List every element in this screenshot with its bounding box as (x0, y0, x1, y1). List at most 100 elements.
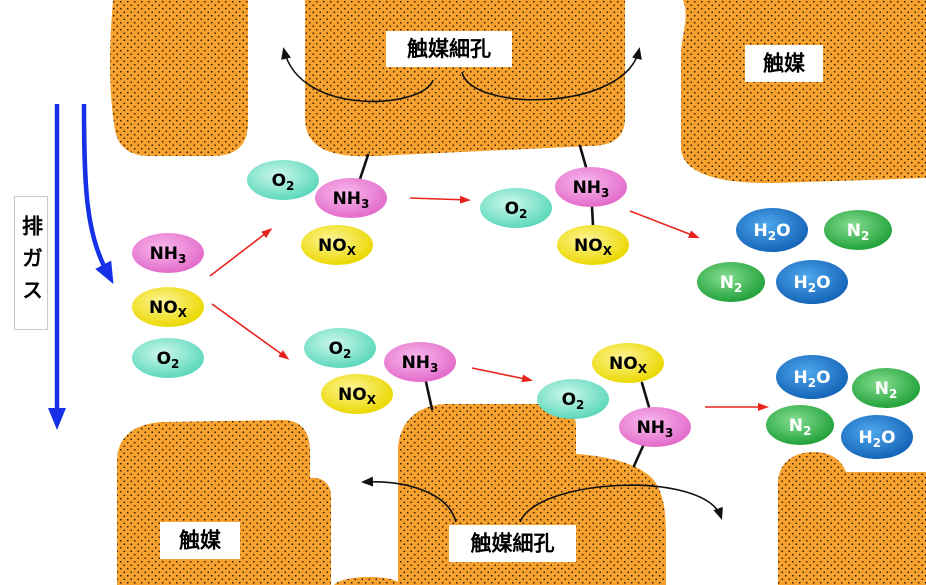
h2o-molecule: H2O (841, 415, 913, 459)
adsorption-bond (424, 380, 434, 411)
formula-subscript: 2 (576, 398, 584, 412)
molecule-ellipse (321, 374, 393, 414)
formula-tail: O (881, 428, 895, 448)
diffusion-arrow (461, 47, 642, 101)
nox-molecule: NOX (301, 225, 373, 265)
formula-main: N (875, 379, 889, 399)
pore-diffusion-arrows (281, 47, 723, 523)
molecule-ellipse (592, 343, 664, 383)
formula-subscript: 2 (889, 387, 897, 401)
h2o-molecule: H2O (776, 260, 848, 304)
h2o-molecule: H2O (736, 208, 808, 252)
formula-subscript: X (347, 244, 357, 258)
formula-main: NO (574, 236, 603, 256)
formula-main: O (505, 199, 519, 219)
catalyst-block-bottom-right (778, 452, 926, 585)
formula-subscript: 3 (361, 197, 369, 211)
h2o-molecule: H2O (776, 355, 848, 399)
reaction-arrow (409, 195, 471, 204)
formula-main: NO (609, 354, 638, 374)
formula-label: H2O (793, 273, 830, 295)
adsorption-bond (358, 153, 370, 181)
formula-subscript: 2 (808, 281, 816, 295)
adsorption-bond (578, 144, 588, 169)
formula-main: NH (333, 189, 361, 209)
molecule-ellipse (384, 342, 456, 382)
catalyst-pore-label-bottom: 触媒細孔 (449, 525, 576, 562)
molecule-ellipse (537, 379, 609, 419)
formula-label: O2 (272, 171, 295, 193)
nox-molecule: NOX (321, 374, 393, 414)
formula-main: O (157, 349, 171, 369)
molecule-ellipse (555, 167, 627, 207)
formula-label: NOX (318, 236, 357, 258)
formula-subscript: 2 (803, 424, 811, 438)
nh3-molecule: NH3 (315, 178, 387, 218)
label-box (386, 31, 512, 67)
formula-main: H (753, 221, 767, 241)
adsorption-bonds (358, 144, 651, 468)
n2-molecule: N2 (852, 368, 920, 408)
nox-molecule: NOX (557, 225, 629, 265)
catalyst-pore-label-text: 触媒細孔 (471, 532, 555, 556)
molecule-ellipse (776, 260, 848, 304)
formula-subscript: 2 (873, 436, 881, 450)
adsorption-bond (590, 205, 595, 227)
catalyst-block-top-left (110, 0, 248, 156)
formula-main: H (793, 273, 807, 293)
exhaust-gas-label: 排ガス (14, 196, 48, 330)
formula-main: NO (338, 385, 367, 405)
formula-subscript: 2 (171, 357, 179, 371)
molecule-ellipse (301, 225, 373, 265)
formula-label: NH3 (573, 178, 610, 200)
formula-subscript: X (367, 393, 377, 407)
formula-main: NH (573, 178, 601, 198)
formula-label: N2 (789, 416, 812, 438)
molecule-ellipse (132, 338, 204, 378)
adsorption-bond (640, 381, 651, 409)
catalyst-block-bottom-left (117, 420, 331, 585)
o2-molecule: O2 (537, 379, 609, 419)
o2-molecule: O2 (304, 328, 376, 368)
formula-main: O (562, 390, 576, 410)
formula-subscript: 3 (430, 361, 438, 375)
formula-label: N2 (720, 273, 743, 295)
formula-main: H (858, 428, 872, 448)
o2-molecule: O2 (132, 338, 204, 378)
o2-molecule: O2 (480, 188, 552, 228)
reaction-arrow (629, 210, 700, 239)
formula-tail: O (816, 273, 830, 293)
label-box (745, 45, 823, 82)
formula-subscript: 2 (734, 281, 742, 295)
molecule-ellipse (824, 210, 892, 250)
catalyst-label-text: 触媒 (763, 52, 806, 76)
catalyst-block-bottom-gap (334, 576, 398, 585)
reaction-arrow (209, 228, 273, 277)
formula-label: NH3 (637, 418, 674, 440)
formula-tail: O (816, 368, 830, 388)
formula-main: NO (149, 298, 178, 318)
exhaust-gas-label-text: 排ガス (19, 215, 44, 311)
diffusion-arrow (361, 476, 457, 523)
molecule-ellipse (736, 208, 808, 252)
exhaust-flow-arrow-curved (81, 103, 114, 285)
catalyst-label-top-right: 触媒 (745, 45, 823, 82)
reaction-arrow (471, 367, 533, 383)
formula-label: N2 (847, 221, 870, 243)
nox-molecule: NOX (592, 343, 664, 383)
catalyst-label-text: 触媒 (179, 529, 222, 553)
molecule-ellipse (247, 160, 319, 200)
formula-subscript: X (603, 244, 613, 258)
formula-subscript: X (638, 362, 648, 376)
n2-molecule: N2 (697, 262, 765, 302)
nh3-molecule: NH3 (619, 407, 691, 447)
catalyst-block-top-right (681, 0, 926, 184)
molecule-ellipse (132, 287, 204, 327)
formula-label: H2O (858, 428, 895, 450)
formula-main: NH (637, 418, 665, 438)
formula-label: H2O (793, 368, 830, 390)
formula-main: NH (402, 353, 430, 373)
molecule-ellipse (315, 178, 387, 218)
